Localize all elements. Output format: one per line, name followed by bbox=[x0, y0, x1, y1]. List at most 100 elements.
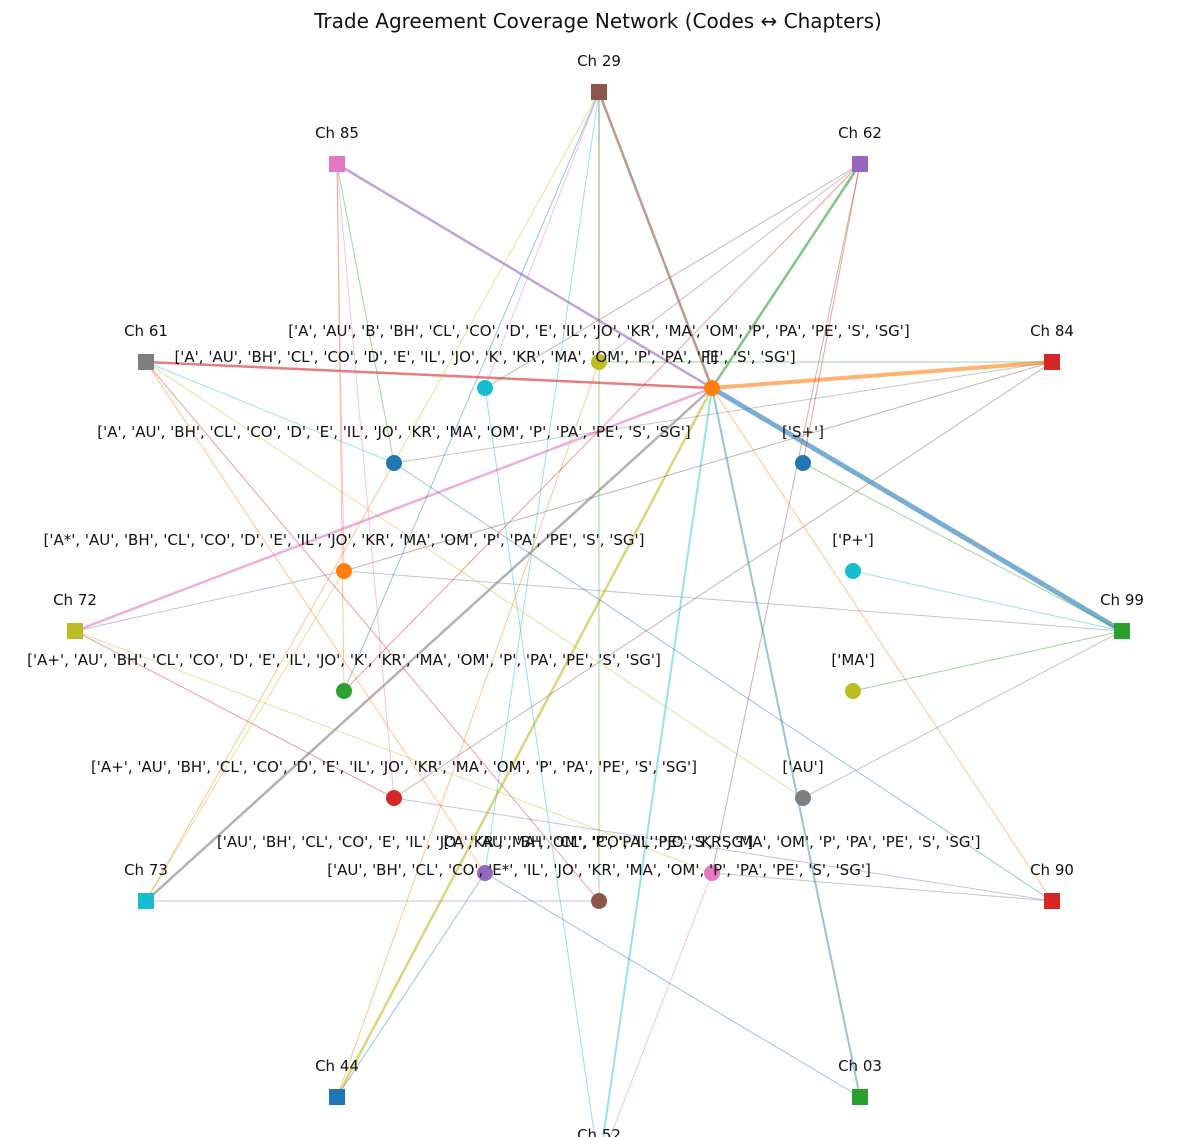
code-label-c12: ['AU', 'BH', 'CL', 'CO', 'E', 'IL', 'JO'… bbox=[217, 833, 753, 851]
code-node-c10 bbox=[386, 790, 402, 806]
edge-c6-ch85 bbox=[336, 163, 345, 572]
edge-c3-ch84 bbox=[711, 360, 1053, 390]
edge-c12-ch44 bbox=[336, 872, 486, 1098]
edge-c2-ch62 bbox=[484, 163, 861, 389]
diagram-title: Trade Agreement Coverage Network (Codes … bbox=[313, 9, 882, 33]
edge-c3-ch61 bbox=[145, 360, 713, 390]
edge-c8-ch29 bbox=[343, 91, 600, 692]
edge-c10-ch90 bbox=[393, 797, 1053, 902]
code-label-c7: ['P+'] bbox=[832, 531, 874, 549]
edge-c6-ch84 bbox=[343, 361, 1053, 572]
code-node-c13 bbox=[591, 893, 607, 909]
edge-c7-ch99 bbox=[852, 570, 1123, 632]
code-node-c8 bbox=[336, 683, 352, 699]
code-label-c14: ['A', 'AU', 'BH', 'CL', 'CO', 'IL', 'JO'… bbox=[444, 833, 981, 851]
chapter-label-ch85: Ch 85 bbox=[315, 124, 359, 142]
edge-c3-ch99 bbox=[710, 385, 1124, 634]
edge-c3-ch44 bbox=[335, 387, 714, 1098]
chapter-node-ch61 bbox=[138, 354, 154, 370]
edge-c14-ch62 bbox=[711, 163, 861, 874]
code-label-c10: ['A+', 'AU', 'BH', 'CL', 'CO', 'D', 'E',… bbox=[91, 758, 697, 776]
chapter-node-ch44 bbox=[329, 1089, 345, 1105]
edge-c3-ch52 bbox=[602, 387, 713, 1137]
code-label-c13: ['AU', 'BH', 'CL', 'CO', 'E*', 'IL', 'JO… bbox=[327, 861, 871, 879]
chapter-node-ch90 bbox=[1044, 893, 1060, 909]
code-node-c12 bbox=[477, 865, 493, 881]
edge-c3-ch90 bbox=[711, 387, 1053, 902]
edge-c14-ch72 bbox=[74, 630, 713, 874]
edge-c3-ch03 bbox=[711, 387, 861, 1098]
edge-c10-ch85 bbox=[336, 163, 395, 799]
chapter-label-ch03: Ch 03 bbox=[838, 1057, 882, 1075]
chapter-node-ch29 bbox=[591, 84, 607, 100]
edge-c5-ch99 bbox=[802, 462, 1123, 632]
code-label-c2: ['A', 'AU', 'BH', 'CL', 'CO', 'D', 'E', … bbox=[174, 348, 795, 366]
edge-c4-ch29 bbox=[393, 91, 600, 464]
code-label-c4: ['A', 'AU', 'BH', 'CL', 'CO', 'D', 'E', … bbox=[97, 423, 691, 441]
code-node-c3 bbox=[704, 380, 720, 396]
edge-c4-ch73 bbox=[145, 462, 395, 902]
edge-c14-ch52 bbox=[609, 872, 713, 1137]
code-label-c11: ['AU'] bbox=[782, 758, 823, 776]
chapter-label-ch72: Ch 72 bbox=[53, 591, 97, 609]
edge-c3-ch85 bbox=[336, 162, 713, 390]
edge-c4-ch84 bbox=[393, 361, 1053, 464]
edge-c1-ch44 bbox=[336, 361, 600, 1098]
chapter-node-ch72 bbox=[67, 623, 83, 639]
chapter-label-ch44: Ch 44 bbox=[315, 1057, 359, 1075]
chapter-label-ch84: Ch 84 bbox=[1030, 322, 1074, 340]
code-node-c4 bbox=[386, 455, 402, 471]
edge-c10-ch72 bbox=[74, 630, 395, 799]
chapter-node-ch03 bbox=[852, 1089, 868, 1105]
edge-c4-ch61 bbox=[145, 361, 395, 464]
edge-c9-ch99 bbox=[852, 630, 1123, 692]
code-label-c6: ['A*', 'AU', 'BH', 'CL', 'CO', 'D', 'E',… bbox=[44, 531, 645, 549]
edge-c12-ch61 bbox=[145, 361, 486, 874]
edge-c3-ch29 bbox=[597, 91, 714, 389]
edge-c11-ch61 bbox=[145, 361, 804, 799]
edge-c1-ch62 bbox=[598, 163, 861, 363]
edge-c6-ch99 bbox=[343, 570, 1123, 632]
code-label-c8: ['A+', 'AU', 'BH', 'CL', 'CO', 'D', 'E',… bbox=[27, 651, 661, 669]
edge-c2-ch29 bbox=[484, 91, 600, 389]
edges-layer bbox=[74, 91, 1124, 1137]
edge-c4-ch90 bbox=[393, 462, 1053, 902]
chapter-label-ch90: Ch 90 bbox=[1030, 861, 1074, 879]
edge-c4-ch85 bbox=[336, 163, 395, 464]
code-node-c9 bbox=[845, 683, 861, 699]
code-node-c2 bbox=[477, 380, 493, 396]
code-label-c3: [] bbox=[706, 348, 718, 366]
edge-c14-ch90 bbox=[711, 872, 1053, 902]
chapter-label-ch61: Ch 61 bbox=[124, 322, 168, 340]
chapter-node-ch62 bbox=[852, 156, 868, 172]
code-label-c5: ['S+'] bbox=[782, 423, 824, 441]
code-label-c9: ['MA'] bbox=[831, 651, 874, 669]
chapter-label-ch99: Ch 99 bbox=[1100, 591, 1144, 609]
edge-c11-ch99 bbox=[802, 630, 1123, 799]
code-node-c7 bbox=[845, 563, 861, 579]
edge-c2-ch52 bbox=[484, 387, 596, 1137]
chapter-node-ch73 bbox=[138, 893, 154, 909]
code-node-c6 bbox=[336, 563, 352, 579]
code-node-c11 bbox=[795, 790, 811, 806]
edge-c12-ch03 bbox=[484, 872, 861, 1098]
edge-c6-ch72 bbox=[74, 570, 345, 632]
code-node-c1 bbox=[591, 354, 607, 370]
edge-c6-ch73 bbox=[145, 570, 345, 902]
nodes-layer bbox=[67, 84, 1130, 1105]
edge-c12-ch29 bbox=[484, 91, 600, 874]
code-label-c1: ['A', 'AU', 'B', 'BH', 'CL', 'CO', 'D', … bbox=[288, 322, 910, 340]
edge-c3-ch73 bbox=[145, 387, 713, 902]
chapter-label-ch52: Ch 52 bbox=[577, 1126, 621, 1137]
code-node-c14 bbox=[704, 865, 720, 881]
edge-c10-ch84 bbox=[393, 361, 1053, 799]
chapter-node-ch84 bbox=[1044, 354, 1060, 370]
chapter-node-ch85 bbox=[329, 156, 345, 172]
edge-c5-ch62 bbox=[802, 163, 861, 464]
edge-c8-ch85 bbox=[336, 163, 345, 692]
code-node-c5 bbox=[795, 455, 811, 471]
chapter-label-ch62: Ch 62 bbox=[838, 124, 882, 142]
edge-c3-ch62 bbox=[710, 163, 862, 389]
